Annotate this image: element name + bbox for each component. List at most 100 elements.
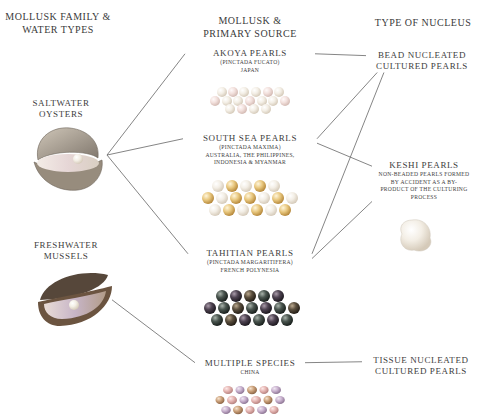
freshwater-pearl-cluster xyxy=(216,386,285,414)
pearl xyxy=(267,314,279,326)
pearl xyxy=(239,314,251,326)
pearl xyxy=(204,302,216,314)
pearl xyxy=(251,204,263,216)
pearl xyxy=(258,290,270,302)
pearl xyxy=(274,87,284,97)
pearl xyxy=(239,87,249,97)
node-detail: (PINCTADA MARGARITIFERA) xyxy=(188,259,312,267)
column-header: MOLLUSK & PRIMARY SOURCE xyxy=(195,14,305,40)
oyster-nacre xyxy=(37,154,99,172)
pearl xyxy=(286,192,298,204)
pearl xyxy=(272,192,284,204)
connector-line xyxy=(107,155,188,254)
connector-line xyxy=(112,300,195,363)
column-header: MOLLUSK FAMILY & WATER TYPES xyxy=(4,10,112,36)
pearl xyxy=(246,302,258,314)
pearl-source: SOUTH SEA PEARLS(PINCTADA MAXIMA)AUSTRAL… xyxy=(183,133,317,167)
pearl xyxy=(281,314,293,326)
pearl xyxy=(227,396,237,405)
pearl xyxy=(258,192,270,204)
pearl xyxy=(237,204,249,216)
node-detail: (PINCTADA FUCATO) xyxy=(185,59,315,67)
node-title: TISSUE NUCLEATED CULTURED PEARLS xyxy=(363,355,479,378)
pearl xyxy=(244,192,256,204)
connector-line xyxy=(317,73,377,139)
mollusk-family: SALTWATER OYSTERS xyxy=(15,98,107,190)
node-title: AKOYA PEARLS xyxy=(185,48,315,59)
node-title: KESHI PEARLS xyxy=(372,160,476,171)
connector-line xyxy=(312,201,372,258)
pearl xyxy=(269,406,278,414)
nucleus-type: TISSUE NUCLEATED CULTURED PEARLS xyxy=(362,355,480,378)
pearl xyxy=(226,180,238,192)
node-title: SALTWATER OYSTERS xyxy=(21,98,101,121)
pearl xyxy=(268,180,280,192)
pearl xyxy=(223,386,233,394)
pearl xyxy=(230,290,242,302)
mollusk-family: FRESHWATER MUSSELS xyxy=(20,240,112,332)
node-detail: FRENCH POLYNESIA xyxy=(188,267,312,275)
pearl xyxy=(237,104,247,114)
node-title: BEAD NUCLEATED CULTURED PEARLS xyxy=(367,50,477,73)
pearl xyxy=(236,386,245,394)
pearl xyxy=(225,104,235,114)
pearl xyxy=(257,406,267,414)
node-title: SOUTH SEA PEARLS xyxy=(183,133,317,144)
pearl xyxy=(247,386,257,394)
pearl xyxy=(232,302,244,314)
pearl xyxy=(264,396,273,404)
node-title: FRESHWATER MUSSELS xyxy=(26,240,106,263)
pearl xyxy=(216,396,225,404)
pearl xyxy=(263,87,273,97)
node-detail: NON-BEADED PEARLS FORMED BY ACCIDENT AS … xyxy=(378,171,470,201)
pearl xyxy=(280,96,290,106)
pearl xyxy=(245,406,254,414)
pearl xyxy=(253,314,265,326)
pearl xyxy=(244,290,256,302)
pearl xyxy=(271,386,281,394)
pearl-source: TAHITIAN PEARLS(PINCTADA MARGARITIFERA)F… xyxy=(188,248,312,274)
mussel-illustration xyxy=(38,273,112,326)
pearl xyxy=(230,192,242,204)
pearl xyxy=(225,314,237,326)
connector-line xyxy=(107,139,183,155)
pearl xyxy=(228,87,238,97)
connector-line xyxy=(107,54,185,155)
mussel-nacre xyxy=(44,291,106,319)
south-sea-pearl-cluster xyxy=(202,180,298,216)
oyster-illustration xyxy=(34,128,102,190)
pearl xyxy=(239,396,248,404)
pearl xyxy=(216,192,228,204)
connector-line xyxy=(305,361,362,363)
akoya-pearl-cluster xyxy=(210,87,290,114)
pearl xyxy=(261,104,271,114)
pearl xyxy=(221,406,231,414)
pearl xyxy=(249,104,259,114)
pearl-source: MULTIPLE SPECIESCHINA xyxy=(195,358,305,377)
nucleus-type: KESHI PEARLSNON-BEADED PEARLS FORMED BY … xyxy=(372,160,476,201)
node-title: MULTIPLE SPECIES xyxy=(195,358,305,369)
pearl xyxy=(240,180,252,192)
pearl xyxy=(209,204,221,216)
pearl xyxy=(275,396,285,404)
connector-line xyxy=(312,73,384,254)
node-detail: JAPAN xyxy=(185,67,315,75)
pearl xyxy=(274,302,286,314)
tahitian-pearl-cluster xyxy=(204,290,300,326)
pearl xyxy=(210,96,220,106)
pearl xyxy=(251,87,261,97)
keshi-pearl xyxy=(401,220,431,251)
pearl xyxy=(69,300,79,310)
pearl xyxy=(202,192,214,204)
pearl xyxy=(259,386,268,394)
pearl xyxy=(279,204,291,216)
pearl xyxy=(217,87,227,97)
pearl xyxy=(254,180,266,192)
mussel-lower-valve xyxy=(38,286,112,326)
pearl xyxy=(223,204,235,216)
pearl xyxy=(211,314,223,326)
node-detail: AUSTRALIA, THE PHILIPPINES, INDONESIA & … xyxy=(189,152,311,167)
column-header: TYPE OF NUCLEUS xyxy=(356,16,490,29)
pearl xyxy=(268,96,278,106)
